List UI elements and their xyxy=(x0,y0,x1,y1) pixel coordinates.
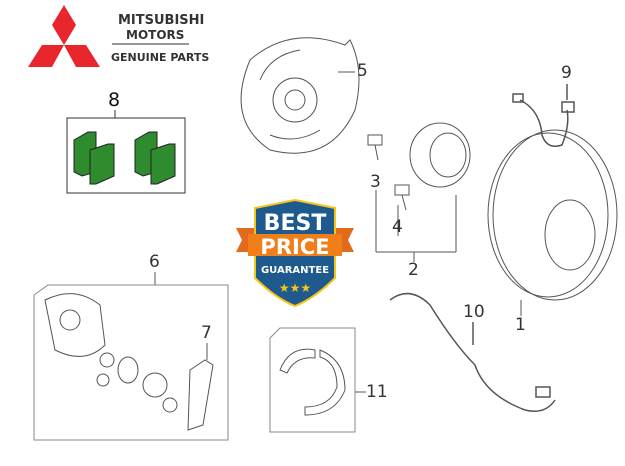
callout-4: 4 xyxy=(392,217,403,237)
mitsubishi-logo-icon xyxy=(28,5,100,67)
callout-10: 10 xyxy=(463,302,485,322)
callout-5: 5 xyxy=(357,61,368,81)
brake-pads-illustration xyxy=(66,110,186,194)
logo-genuine-parts: GENUINE PARTS xyxy=(111,51,210,64)
hub-assembly-illustration xyxy=(367,122,471,262)
badge-stars-icon: ★★★ xyxy=(279,281,311,295)
caliper-kit-illustration xyxy=(33,272,229,441)
callout-6: 6 xyxy=(149,252,160,272)
parking-brake-shoes-illustration xyxy=(269,327,366,433)
callout-8: 8 xyxy=(108,89,121,111)
badge-price-text: PRICE xyxy=(260,235,329,259)
logo-motors: MOTORS xyxy=(126,28,185,42)
badge-guarantee-text: GUARANTEE xyxy=(261,265,329,276)
badge-best-text: BEST xyxy=(264,211,327,236)
best-price-badge: BEST PRICE GUARANTEE ★★★ xyxy=(236,198,354,308)
callout-9: 9 xyxy=(561,63,572,83)
callout-3: 3 xyxy=(370,172,381,192)
callout-1: 1 xyxy=(515,315,526,335)
callout-2: 2 xyxy=(408,260,419,280)
callout-11: 11 xyxy=(366,382,388,402)
brake-rotor-illustration xyxy=(487,129,618,316)
backing-plate-illustration xyxy=(240,37,360,154)
abs-sensor-wire-illustration xyxy=(389,292,556,412)
logo-mitsubishi: MITSUBISHI xyxy=(118,13,205,28)
brake-hose-illustration xyxy=(512,84,575,147)
callout-7: 7 xyxy=(201,323,212,343)
